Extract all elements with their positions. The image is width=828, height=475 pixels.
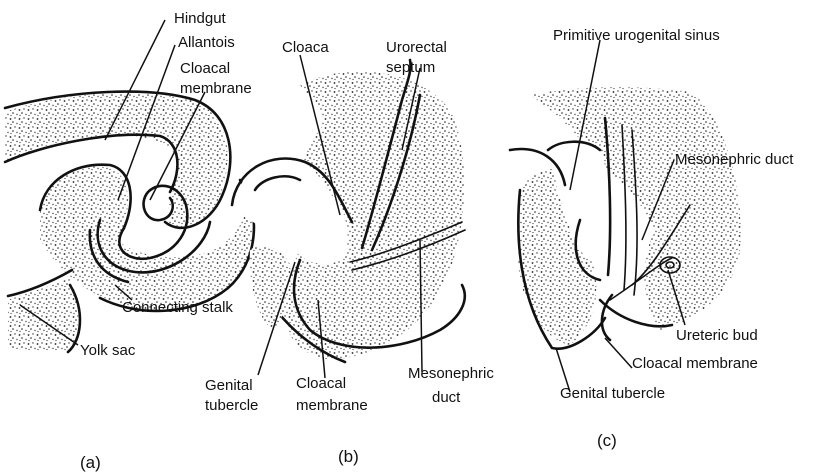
panel-c-drawing	[510, 87, 741, 349]
label-cloacal-membrane-b-1: Cloacal	[296, 375, 346, 392]
label-genital-tubercle-b-2: tubercle	[205, 397, 258, 414]
label-urorectal-septum-2: septum	[386, 59, 435, 76]
label-cloacal-membrane-c: Cloacal membrane	[632, 355, 758, 372]
label-cloacal-membrane-a-2: membrane	[180, 80, 252, 97]
label-mesonephric-duct-b-1: Mesonephric	[408, 365, 494, 382]
label-hindgut: Hindgut	[174, 10, 227, 27]
label-genital-tubercle-c: Genital tubercle	[560, 385, 665, 402]
label-cloacal-membrane-b-2: membrane	[296, 397, 368, 414]
label-ureteric-bud: Ureteric bud	[676, 327, 758, 344]
panel-label-c: (c)	[597, 431, 617, 450]
panel-label-b: (b)	[338, 447, 359, 466]
label-allantois: Allantois	[178, 34, 235, 51]
label-mesonephric-duct-c: Mesonephric duct	[675, 151, 794, 168]
label-genital-tubercle-b-1: Genital	[205, 377, 253, 394]
panel-b-drawing	[232, 60, 465, 362]
label-yolk-sac: Yolk sac	[80, 342, 136, 359]
label-cloaca: Cloaca	[282, 39, 329, 56]
label-connecting-stalk: Connecting stalk	[122, 299, 233, 316]
panel-label-a: (a)	[80, 453, 101, 472]
label-mesonephric-duct-b-2: duct	[432, 389, 461, 406]
label-cloacal-membrane-a-1: Cloacal	[180, 60, 230, 77]
label-primitive-urogenital-sinus: Primitive urogenital sinus	[553, 27, 720, 44]
label-urorectal-septum-1: Urorectal	[386, 39, 447, 56]
